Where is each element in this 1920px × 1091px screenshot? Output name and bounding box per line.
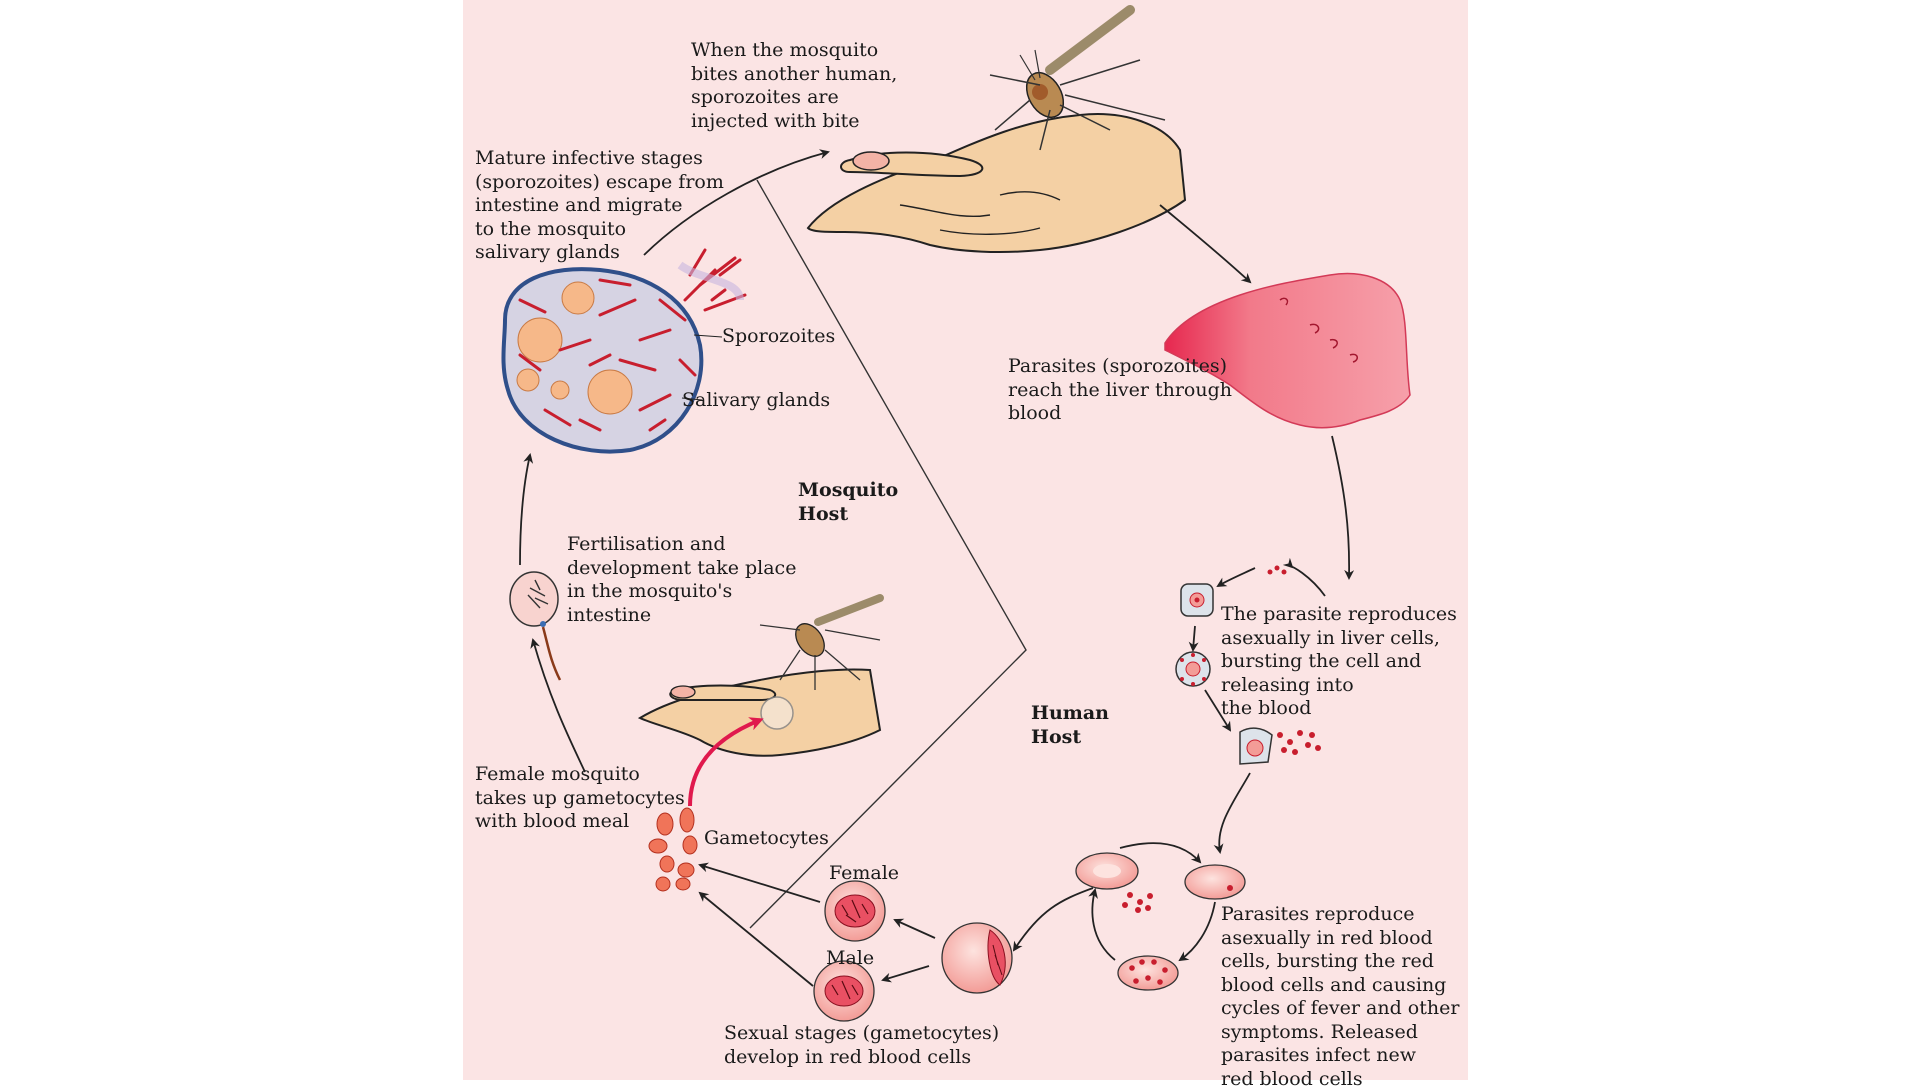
arrow-rbc-top xyxy=(1119,842,1202,864)
gametocytes-cluster xyxy=(648,807,698,892)
arrow-loop-to-cell xyxy=(1216,567,1256,588)
liver-illustration xyxy=(1164,272,1411,429)
label-mature-stages: Mature infective stages (sporozoites) es… xyxy=(475,147,724,263)
label-mosquito-host: Mosquito Host xyxy=(798,479,899,525)
cycle-arrows xyxy=(519,149,1355,987)
label-gametocytes: Gametocytes xyxy=(704,827,829,849)
red-blood-cell-cycle xyxy=(941,852,1246,994)
arrow-cells-to-rbc xyxy=(1213,772,1251,854)
label-salivary-glands: Salivary glands xyxy=(682,389,831,411)
arrow-hand-to-liver xyxy=(1159,204,1252,284)
arrow-big-to-male xyxy=(881,965,930,983)
arrow-big-to-female xyxy=(893,918,936,939)
arrow-rbc-right-down xyxy=(1178,901,1216,962)
label-liver-reproduction: The parasite reproduces asexually in liv… xyxy=(1221,603,1457,719)
arrow-glands-to-hand xyxy=(643,149,830,256)
label-rbc-reproduction: Parasites reproduce asexually in red blo… xyxy=(1221,903,1460,1090)
male-gametocyte xyxy=(813,960,875,1022)
label-female: Female xyxy=(829,862,900,884)
label-human-host: Human Host xyxy=(1031,702,1109,748)
arrow-liver-to-cells xyxy=(1331,435,1355,580)
label-liver: Parasites (sporozoites) reach the liver … xyxy=(1008,355,1233,424)
label-female-mosquito: Female mosquito takes up gametocytes wit… xyxy=(475,763,685,832)
arrow-male-to-gam xyxy=(698,891,814,987)
arrow-rbc-to-big xyxy=(1012,887,1094,952)
arrow-gam-to-zygote xyxy=(530,638,586,773)
label-male: Male xyxy=(826,947,875,969)
salivary-gland xyxy=(501,248,747,454)
zygote-cell xyxy=(509,571,562,681)
hand-with-mosquito-top xyxy=(806,5,1187,254)
arrow-female-to-gam xyxy=(698,862,821,903)
host-divider-line xyxy=(749,179,1027,929)
female-gametocyte xyxy=(824,880,886,942)
label-mosquito-bites: When the mosquito bites another human, s… xyxy=(691,39,898,132)
arrow-cell-to-cell2 xyxy=(1188,625,1199,652)
hand-with-mosquito-bottom xyxy=(637,594,884,757)
arrow-cells-loop xyxy=(1282,557,1326,597)
label-sexual-stages: Sexual stages (gametocytes) develop in r… xyxy=(724,1022,1000,1068)
label-sporozoites: Sporozoites xyxy=(722,325,836,347)
arrow-gametocytes-to-mosquito xyxy=(688,717,764,807)
arrow-zygote-to-glands xyxy=(519,453,534,566)
arrow-rbc-bottom-up xyxy=(1088,888,1116,961)
liver-cell-stages xyxy=(1175,565,1321,765)
arrow-cell2-to-cell3 xyxy=(1204,689,1232,732)
label-fertilisation: Fertilisation and development take place… xyxy=(567,533,797,626)
